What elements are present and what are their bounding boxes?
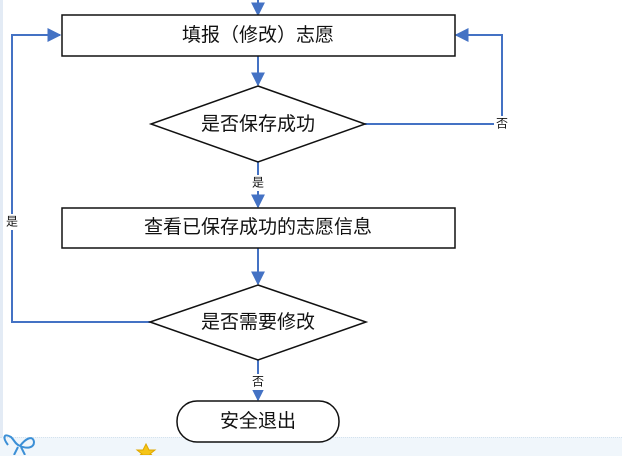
star-icon — [135, 442, 157, 455]
fill-modify-label: 填报（修改）志愿 — [182, 24, 334, 46]
exit-terminator: 安全退出 — [176, 400, 340, 443]
need-modify-decision: 是否需要修改 — [147, 284, 369, 361]
save-no-label: 否 — [496, 117, 508, 131]
view-saved-step: 查看已保存成功的志愿信息 — [61, 207, 456, 249]
save-success-decision: 是否保存成功 — [148, 85, 368, 163]
arrow-save-no-loop — [365, 28, 503, 125]
save-yes-label: 是 — [252, 176, 264, 190]
view-saved-label: 查看已保存成功的志愿信息 — [144, 216, 372, 238]
modify-yes-label: 是 — [6, 215, 18, 229]
fill-modify-step: 填报（修改）志愿 — [61, 14, 456, 57]
page-left-rule — [0, 0, 3, 455]
arrow-modify-yes-loop — [11, 28, 150, 323]
ribbon-icon — [3, 434, 36, 455]
exit-label: 安全退出 — [220, 410, 296, 432]
modify-no-label: 否 — [252, 375, 264, 389]
save-success-label: 是否保存成功 — [201, 113, 315, 135]
need-modify-label: 是否需要修改 — [201, 311, 315, 333]
